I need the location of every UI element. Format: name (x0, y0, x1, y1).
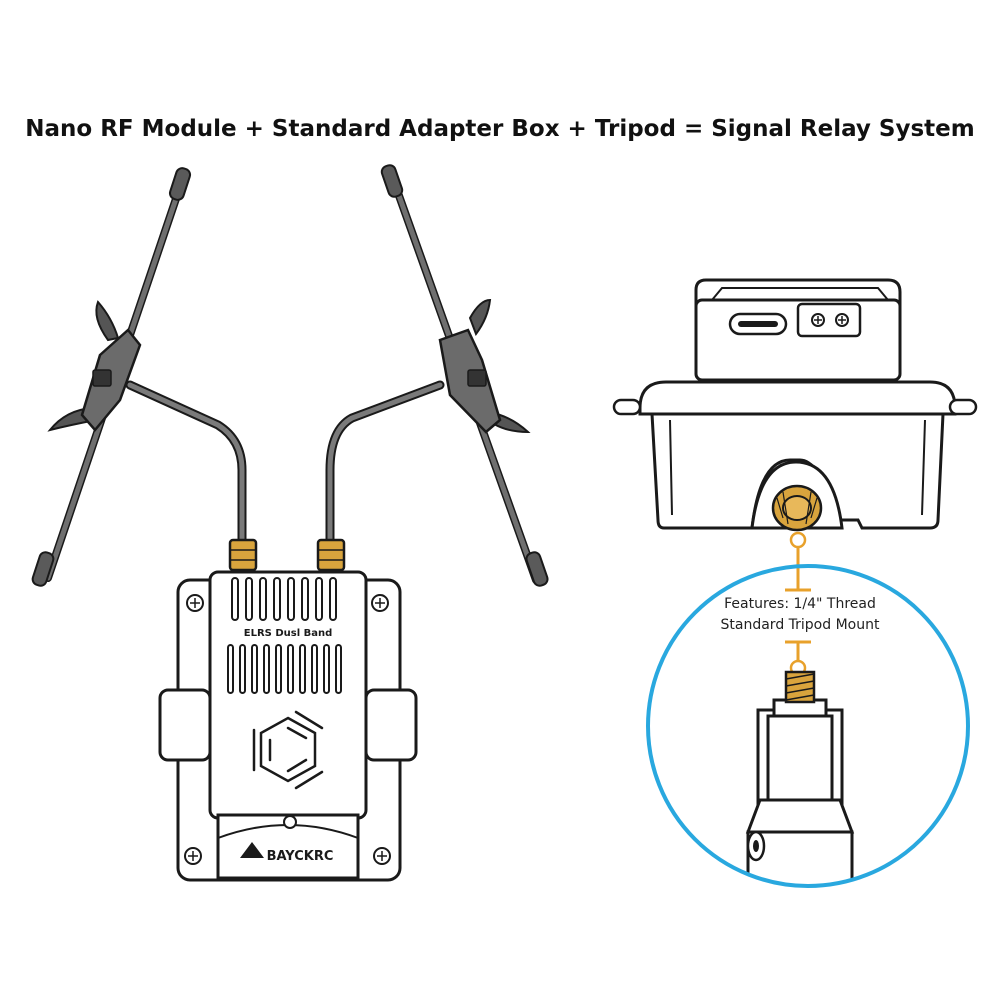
tripod-detail-circle (646, 564, 970, 888)
adapter-box (612, 278, 978, 532)
left-antenna (31, 167, 247, 587)
brand-label: BAYCKRC (267, 849, 334, 864)
module-label: ELRS Dusl Band (244, 628, 333, 639)
page-title: Nano RF Module + Standard Adapter Box + … (25, 116, 975, 142)
rf-module (158, 538, 418, 882)
callout-line-2: Standard Tripod Mount (720, 617, 880, 633)
callout-line-1: Features: 1/4" Thread (724, 596, 876, 612)
right-antenna (325, 164, 549, 587)
